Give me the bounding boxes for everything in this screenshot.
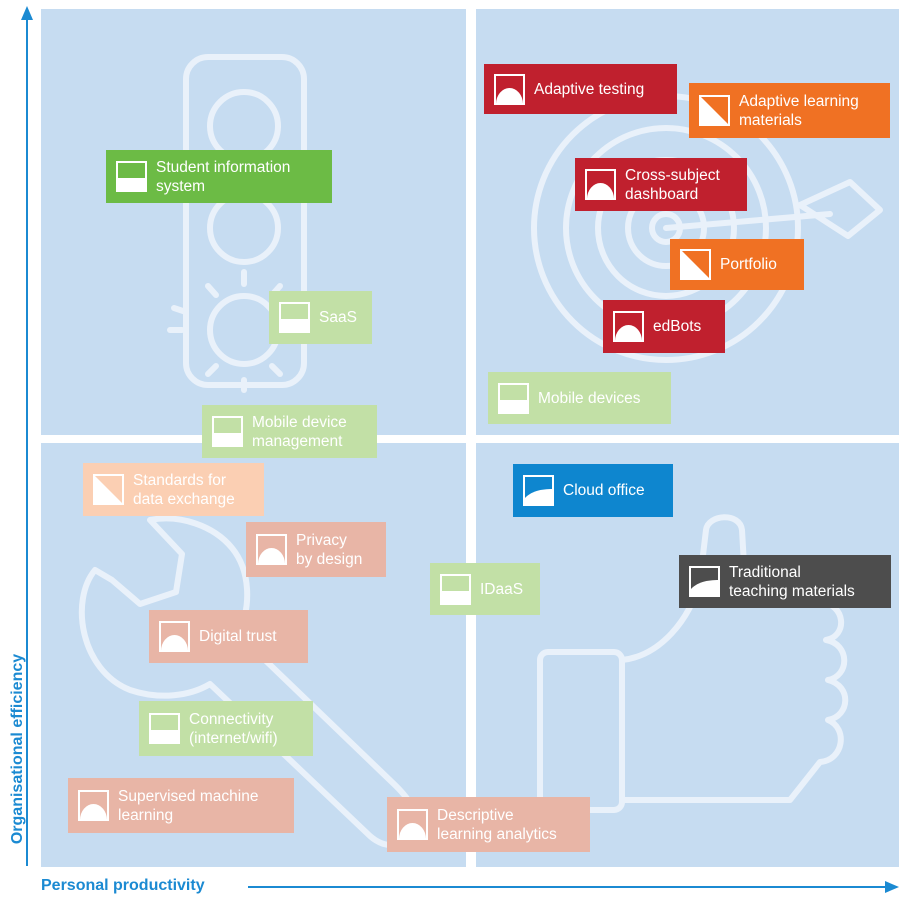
half-circle-icon <box>78 790 109 821</box>
tag-label: edBots <box>653 318 702 335</box>
tag-portfolio[interactable]: Portfolio <box>670 239 804 290</box>
tag-edbots[interactable]: edBots <box>603 300 725 353</box>
tag-digital-trust[interactable]: Digital trust <box>149 610 308 663</box>
diagonal-icon <box>680 249 711 280</box>
tag-adaptive-learning-materials[interactable]: Adaptive learning materials <box>689 83 890 138</box>
tag-label: SaaS <box>319 309 357 326</box>
tag-label: Privacy by design <box>296 531 363 568</box>
tag-idaas[interactable]: IDaaS <box>430 563 540 615</box>
tag-connectivity[interactable]: Connectivity (internet/wifi) <box>139 701 313 756</box>
tag-label: Descriptive learning analytics <box>437 806 557 843</box>
half-circle-icon <box>159 621 190 652</box>
curve-icon <box>689 566 720 597</box>
tag-supervised-machine-learning[interactable]: Supervised machine learning <box>68 778 294 833</box>
half-circle-icon <box>397 809 428 840</box>
half-fill-icon <box>440 573 471 605</box>
x-axis-label: Personal productivity <box>41 877 205 894</box>
diagonal-icon <box>699 95 730 126</box>
tag-traditional-teaching-materials[interactable]: Traditional teaching materials <box>679 555 891 608</box>
tag-mobile-device-management[interactable]: Mobile device management <box>202 405 377 458</box>
tag-label: Standards for data exchange <box>133 471 235 508</box>
tag-label: Adaptive learning materials <box>739 92 859 129</box>
tag-label: IDaaS <box>480 580 524 598</box>
tag-label: Digital trust <box>199 628 277 645</box>
half-fill-icon <box>116 161 147 192</box>
tag-saas[interactable]: SaaS <box>269 291 372 344</box>
half-fill-icon <box>279 302 310 333</box>
half-circle-icon <box>256 534 287 565</box>
half-fill-icon <box>149 713 180 744</box>
tag-label: Mobile devices <box>538 389 641 407</box>
tag-label: Student information system <box>156 158 291 195</box>
tag-cross-subject-dashboard[interactable]: Cross-subject dashboard <box>575 158 747 211</box>
y-axis-label: Organisational efficiency <box>9 653 26 845</box>
tag-label: Traditional teaching materials <box>729 563 855 600</box>
tag-label: Cross-subject dashboard <box>625 166 720 203</box>
tag-adaptive-testing[interactable]: Adaptive testing <box>484 64 677 114</box>
tag-label: Mobile device management <box>252 413 347 450</box>
tag-label: Cloud office <box>563 482 645 499</box>
half-circle-icon <box>585 169 616 200</box>
tag-privacy-by-design[interactable]: Privacy by design <box>246 522 386 577</box>
tag-mobile-devices[interactable]: Mobile devices <box>488 372 671 424</box>
tag-label: Portfolio <box>720 256 777 273</box>
tag-label: Supervised machine learning <box>118 787 259 824</box>
tag-label: Connectivity (internet/wifi) <box>189 710 278 747</box>
half-circle-icon <box>613 311 644 342</box>
half-fill-icon <box>498 382 529 414</box>
diagonal-icon <box>93 474 124 505</box>
curve-icon <box>523 475 554 506</box>
half-circle-icon <box>494 73 525 105</box>
tag-cloud-office[interactable]: Cloud office <box>513 464 673 517</box>
half-fill-icon <box>212 416 243 447</box>
tag-descriptive-learning-analytics[interactable]: Descriptive learning analytics <box>387 797 590 852</box>
tag-label: Adaptive testing <box>534 80 645 98</box>
tag-standards-for-data-exchange[interactable]: Standards for data exchange <box>83 463 264 516</box>
quadrant-top-left <box>41 9 466 435</box>
tag-student-information-system[interactable]: Student information system <box>106 150 332 203</box>
